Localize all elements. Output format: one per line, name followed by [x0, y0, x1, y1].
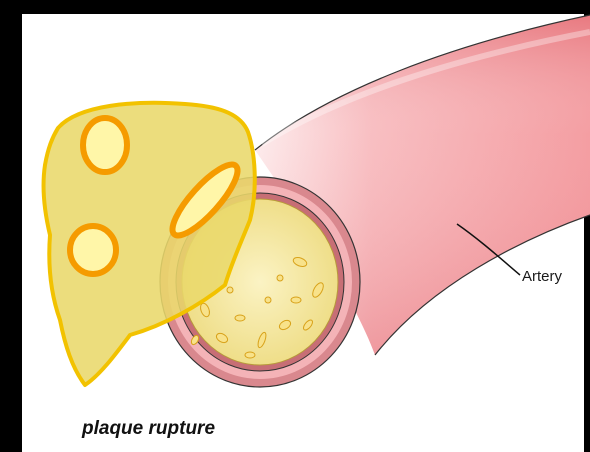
fat-globule-icon: [70, 226, 116, 274]
artery-label: Artery: [522, 268, 562, 285]
fat-globule-icon: [83, 118, 127, 172]
plaque-rupture-caption: plaque rupture: [82, 418, 215, 440]
